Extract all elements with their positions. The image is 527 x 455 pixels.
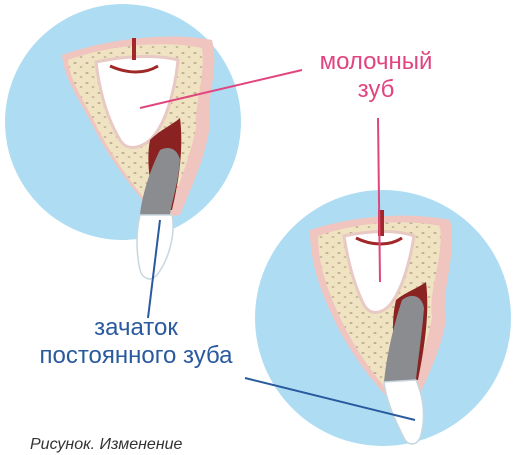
- tooth-bud-label-line2: постоянного зуба: [6, 342, 266, 370]
- figure-caption: Рисунок. Изменение: [30, 436, 182, 454]
- upper-jaw-section: [5, 4, 241, 279]
- upper-milk-tooth-pulp-cavity: [132, 38, 136, 60]
- tooth-bud-label-line1: зачаток: [6, 314, 266, 342]
- upper-erupting-tip: [137, 215, 173, 279]
- milk-tooth-label-line2: зуб: [300, 76, 452, 104]
- milk-tooth-label: молочный зуб: [300, 48, 452, 103]
- lower-jaw-section: [255, 190, 511, 446]
- tooth-bud-label: зачаток постоянного зуба: [6, 314, 266, 369]
- milk-tooth-label-line1: молочный: [300, 48, 452, 76]
